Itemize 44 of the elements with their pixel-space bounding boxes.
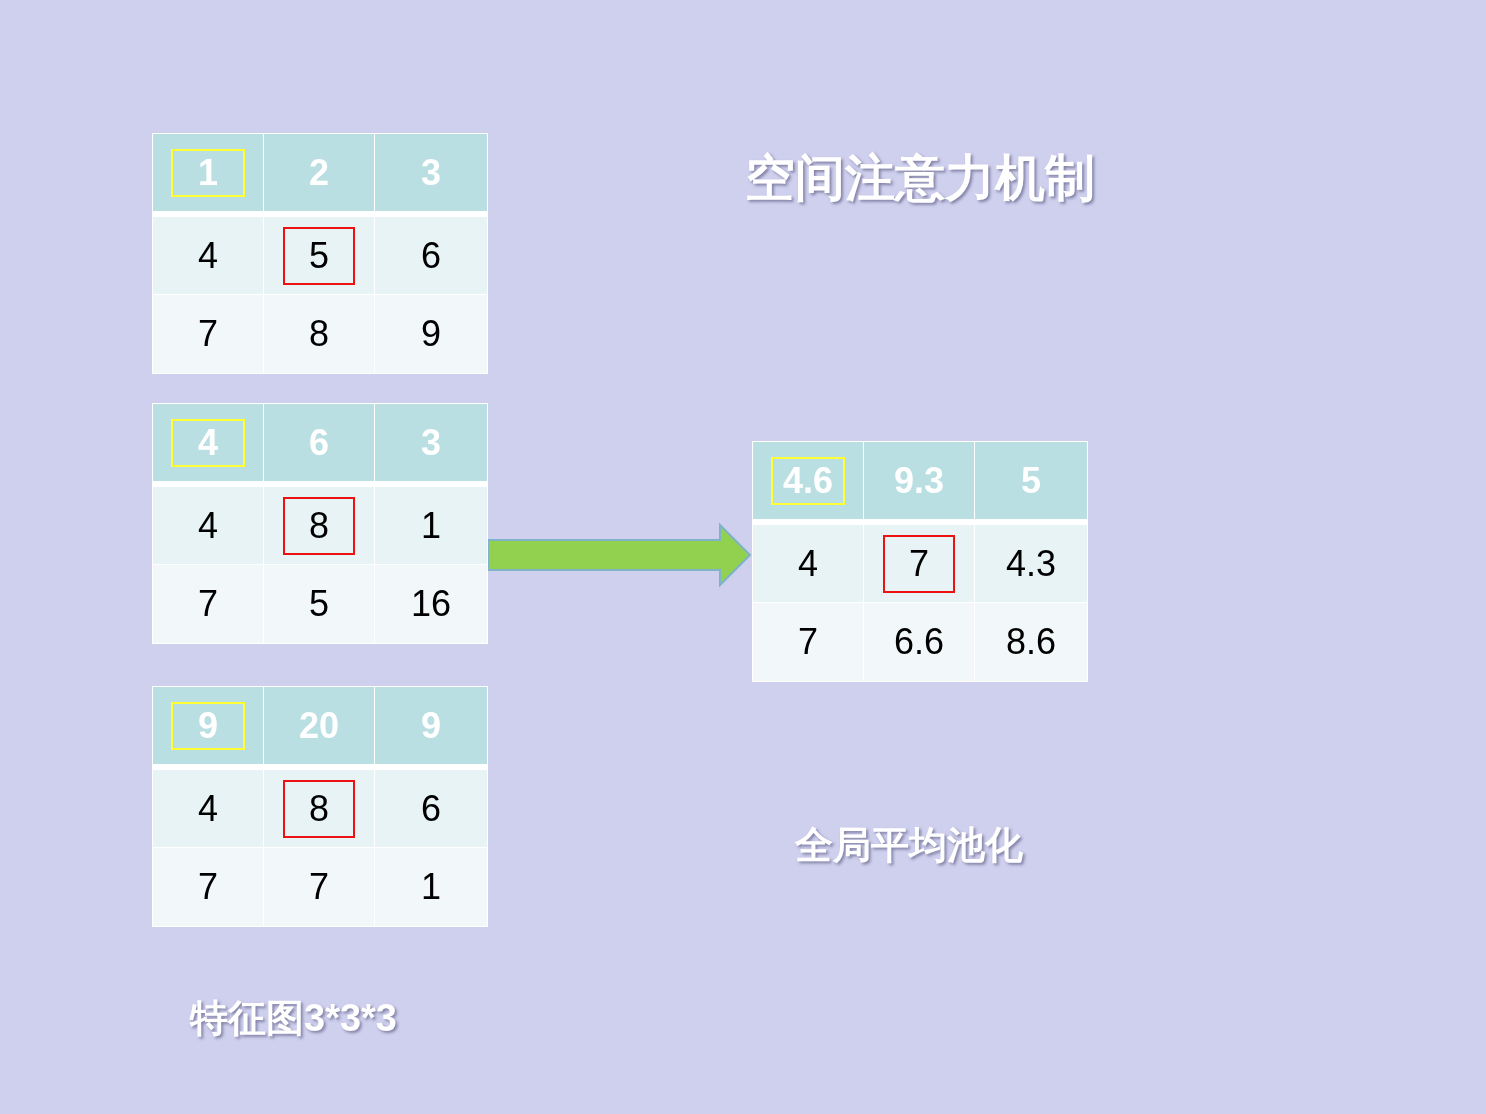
caption-text: 特征图3*3*3	[190, 996, 397, 1041]
cell-value: 9.3	[893, 462, 944, 499]
cell-value: 7	[309, 869, 329, 905]
cell-value: 3	[421, 424, 441, 461]
cell-value: 6.6	[893, 624, 944, 660]
cell-value: 9	[421, 316, 441, 352]
cell-value: 7	[198, 586, 218, 622]
highlighted-value: 4.6	[771, 456, 845, 505]
highlighted-value: 1	[171, 148, 245, 197]
cell-value: 3	[421, 154, 441, 191]
highlighted-value: 8	[283, 496, 355, 555]
cell-value: 4	[198, 790, 218, 827]
cell-value: 4	[798, 545, 818, 582]
caption-text: 全局平均池化	[795, 823, 1023, 868]
highlighted-value: 9	[171, 701, 245, 750]
highlighted-value: 5	[283, 226, 355, 285]
cell-value: 4.3	[1005, 545, 1056, 582]
cell-value: 20	[298, 707, 339, 744]
cell-value: 7	[198, 316, 218, 352]
cell-value: 6	[421, 237, 441, 274]
cell-value: 4	[198, 507, 218, 544]
data-table	[152, 133, 488, 374]
data-table	[152, 686, 488, 927]
cell-value: 2	[309, 154, 329, 191]
cell-value: 8	[309, 316, 329, 352]
arrow	[487, 522, 752, 588]
data-table	[752, 441, 1088, 682]
cell-value: 6	[309, 424, 329, 461]
cell-value: 6	[421, 790, 441, 827]
cell-value: 7	[198, 869, 218, 905]
highlighted-value: 4	[171, 418, 245, 467]
cell-value: 7	[798, 624, 818, 660]
title: 空间注意力机制	[745, 149, 1095, 208]
cell-value: 8.6	[1005, 624, 1056, 660]
cell-value: 5	[1021, 462, 1041, 499]
data-table	[152, 403, 488, 644]
cell-value: 1	[421, 507, 441, 544]
cell-value: 16	[410, 586, 451, 622]
highlighted-value: 8	[283, 779, 355, 838]
highlighted-value: 7	[883, 534, 955, 593]
cell-value: 5	[309, 586, 329, 622]
cell-value: 9	[421, 707, 441, 744]
cell-value: 4	[198, 237, 218, 274]
cell-value: 1	[421, 869, 441, 905]
